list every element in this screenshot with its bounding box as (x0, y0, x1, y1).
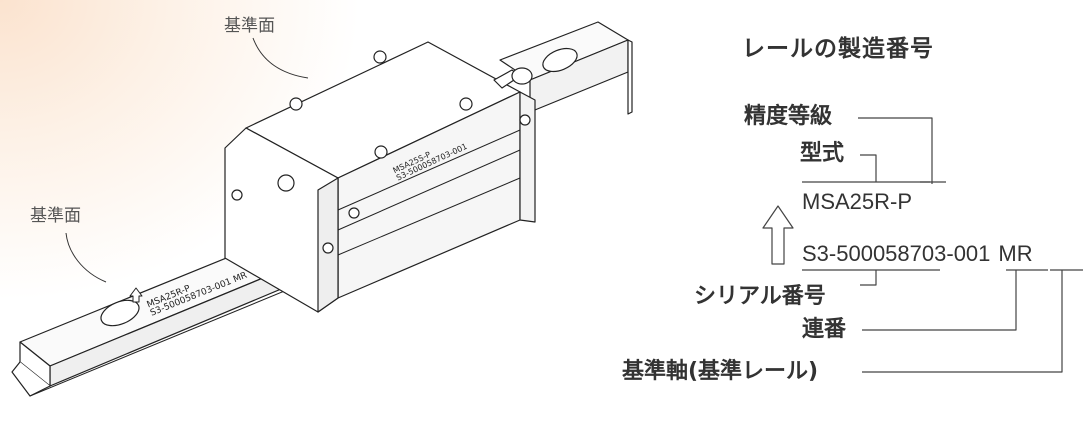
rail-serial-code: S3-500058703-001 MR (802, 243, 1033, 265)
rail-bolt-hole (100, 299, 140, 327)
reference-code: MR (998, 241, 1033, 266)
rail-model-code: MSA25R-P (802, 191, 912, 213)
reference-axis-label: 基準軸(基準レール) (622, 359, 819, 384)
legend-title: レールの製造番号 (742, 36, 934, 62)
sequence-code: 001 (953, 241, 991, 266)
accuracy-grade-label: 精度等級 (744, 104, 833, 129)
model-code: MSA25R (802, 189, 891, 214)
code-dash: - (890, 189, 898, 214)
serial-code: S3-500058703 (802, 241, 947, 266)
up-arrow-icon (762, 205, 794, 265)
block-bolt-hole (374, 145, 388, 159)
serial-number-label: シリアル番号 (694, 284, 826, 309)
grease-nipple (493, 67, 533, 89)
end-cap-screw (231, 189, 243, 201)
reference-surface-label-top: 基準面 (224, 16, 275, 36)
serial-dash: - (946, 241, 954, 266)
sequence-number-label: 連番 (802, 317, 847, 342)
legend-leader-lines (802, 117, 1083, 373)
reference-surface-label-left: 基準面 (30, 206, 81, 226)
grade-code: P (897, 189, 913, 214)
block-bolt-hole (459, 97, 473, 111)
end-cap-screw (348, 207, 360, 219)
end-cap-screw (277, 174, 295, 192)
end-cap-screw (519, 114, 531, 126)
model-label: 型式 (800, 141, 845, 166)
end-cap-screw (322, 242, 334, 254)
rail-bolt-hole (542, 47, 578, 73)
block-bolt-hole (289, 97, 303, 111)
block-bolt-hole (373, 50, 387, 64)
carriage-block (224, 41, 536, 313)
